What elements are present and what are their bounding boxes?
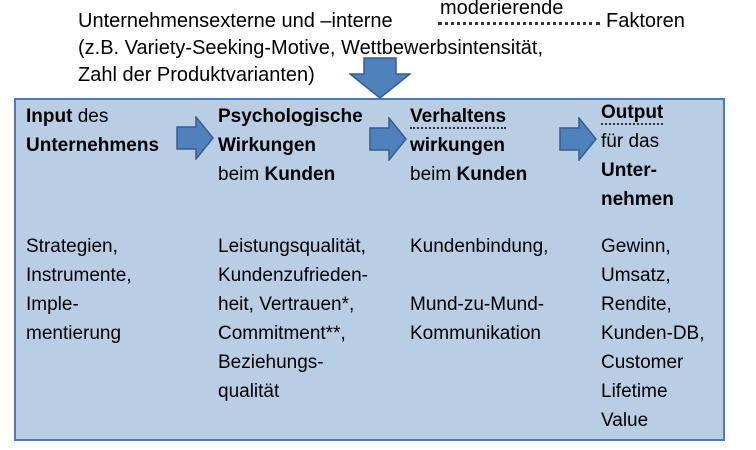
list-item: Customer — [601, 352, 684, 373]
header-line-1-post: Faktoren — [606, 10, 685, 32]
heading-text: Input — [26, 106, 73, 127]
list-item: Leistungsqualität, — [218, 236, 366, 257]
column-items-input: Strategien, Instrumente, Imple-mentierung — [26, 232, 132, 348]
heading-text: Unter- — [601, 160, 657, 181]
heading-text: wirkungen — [410, 135, 506, 156]
heading-text: Kunden — [264, 164, 336, 185]
list-item: Rendite, — [601, 294, 672, 315]
column-items-behavioral: Kundenbindung, Mund-zu-Mund- Kommunikatio… — [410, 232, 548, 348]
header-line-1: Unternehmensexterne und –interne moderie… — [78, 0, 748, 35]
heading-text: beim — [410, 164, 457, 185]
header-line-1-pre: Unternehmensexterne und –interne — [78, 10, 393, 32]
list-item: Instrumente, — [26, 265, 132, 286]
header-line-3: Zahl der Produktvarianten) — [78, 64, 315, 86]
list-item: Commitment**, — [218, 323, 346, 344]
list-item: qualität — [218, 381, 280, 402]
list-item: heit, Vertrauen*, — [218, 294, 355, 315]
list-item: mentierung — [26, 323, 122, 344]
list-item: Mund-zu-Mund- — [410, 294, 545, 315]
column-items-output: Gewinn, Umsatz, Rendite, Kunden-DB, Customer… — [601, 232, 705, 435]
heading-text: Wirkungen — [218, 135, 316, 156]
heading-text: Unternehmens — [26, 135, 160, 156]
right-arrow-icon — [176, 116, 214, 160]
list-item: Kommunikation — [410, 323, 541, 344]
list-item: Gewinn, — [601, 236, 671, 257]
list-item: Lifetime — [601, 381, 668, 402]
heading-text: des — [72, 106, 109, 127]
list-item: Strategien, — [26, 236, 118, 257]
header-line-2: (z.B. Variety-Seeking-Motive, Wettbewerb… — [78, 37, 543, 59]
heading-text: für das — [601, 131, 660, 152]
list-item: Kunden-DB, — [601, 323, 705, 344]
list-item: Value — [601, 410, 649, 431]
list-item: Beziehungs- — [218, 352, 324, 373]
model-box — [14, 98, 725, 441]
moderating-factors-text: Unternehmensexterne und –interne moderie… — [78, 0, 748, 89]
right-arrow-icon — [559, 117, 597, 161]
dotted-placeholder — [438, 16, 600, 25]
heading-text: Output — [601, 98, 664, 127]
moderating-word: moderierende — [440, 0, 564, 19]
list-item: Kundenbindung, — [410, 236, 549, 257]
list-item — [410, 261, 548, 290]
heading-text: nehmen — [601, 189, 674, 210]
list-item: Umsatz, — [601, 265, 671, 286]
list-item: Kundenzufrieden- — [218, 265, 368, 286]
list-item: Imple- — [26, 294, 79, 315]
heading-text: Kunden — [456, 164, 528, 185]
down-arrow-icon — [349, 57, 411, 99]
heading-text: Verhaltens — [410, 102, 507, 131]
column-heading-behavioral: Verhaltens wirkungen beim Kunden — [410, 102, 527, 189]
heading-text: beim — [218, 164, 265, 185]
heading-text: Psychologische — [218, 106, 363, 127]
column-items-psychological: Leistungsqualität, Kundenzufrieden-heit, … — [218, 232, 368, 406]
right-arrow-icon — [369, 117, 407, 161]
